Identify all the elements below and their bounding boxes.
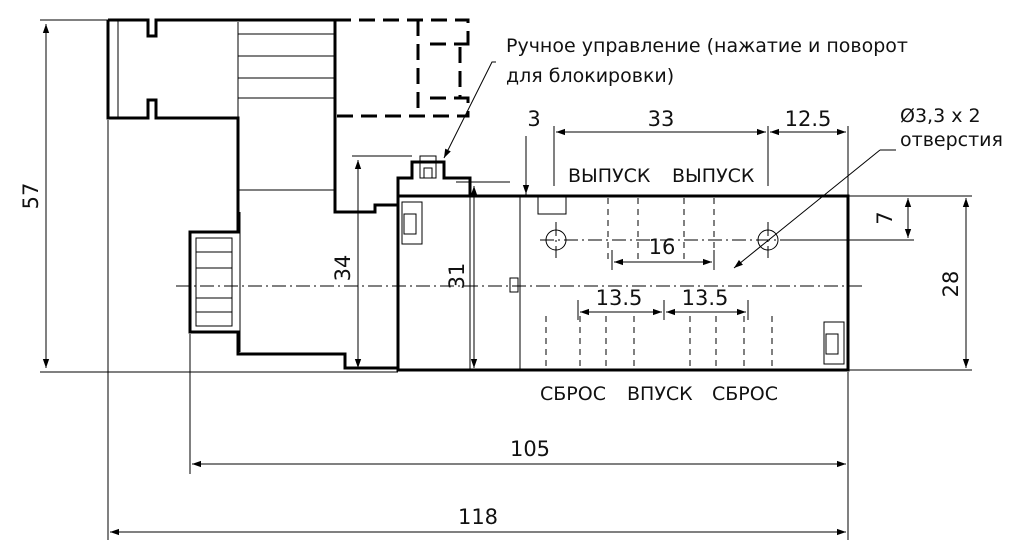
note-holes-line2: отверстия	[900, 129, 1003, 151]
dim-118: 118	[458, 505, 498, 529]
dim-12-5: 12.5	[785, 107, 832, 131]
dimension-texts: 57 34 31 28 7 3 33 12.5 16 13.5 13.5 105…	[19, 107, 963, 529]
label-inlet: ВПУСК	[627, 383, 693, 405]
label-exhaust-right: ВЫПУСК	[672, 165, 755, 187]
dim-13-5-left: 13.5	[596, 286, 643, 310]
note-manual-line1: Ручное управление (нажатие и поворот	[506, 35, 908, 57]
dimension-lines	[42, 24, 970, 536]
dim-13-5-right: 13.5	[682, 286, 729, 310]
label-exhaust-left: ВЫПУСК	[568, 165, 651, 187]
dim-3: 3	[527, 107, 540, 131]
dim-31: 31	[445, 263, 469, 290]
note-holes-line1: Ø3,3 x 2	[900, 105, 981, 127]
dim-7: 7	[873, 211, 897, 224]
port-labels: ВЫПУСК ВЫПУСК СБРОС ВПУСК СБРОС	[540, 165, 778, 405]
connector-alt-position	[335, 18, 470, 118]
notes: Ручное управление (нажатие и поворот для…	[506, 35, 1003, 151]
dim-33: 33	[648, 107, 675, 131]
coil-body	[188, 212, 398, 370]
dim-105: 105	[510, 437, 550, 461]
dim-57: 57	[19, 183, 43, 210]
hidden-port-lines	[545, 198, 773, 368]
note-manual-line2: для блокировки)	[506, 65, 674, 87]
connector-plug	[106, 18, 398, 214]
label-reset-right: СБРОС	[712, 383, 778, 405]
dim-34: 34	[331, 255, 355, 282]
extension-lines	[40, 19, 972, 540]
dim-28: 28	[939, 271, 963, 298]
dim-16: 16	[649, 235, 676, 259]
leader-lines	[443, 61, 896, 269]
label-reset-left: СБРОС	[540, 383, 606, 405]
manual-override	[396, 155, 472, 205]
